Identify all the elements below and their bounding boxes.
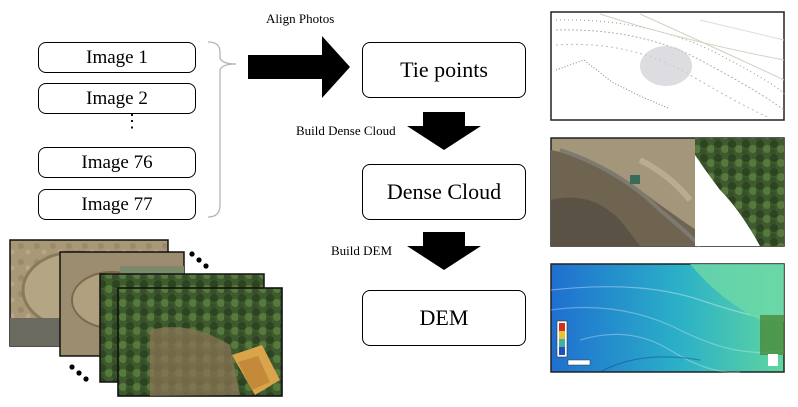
image-label: Image 1 xyxy=(86,46,148,68)
tie-points-thumbnail xyxy=(550,11,785,121)
dense-cloud-box: Dense Cloud xyxy=(362,164,526,220)
image-box-2: Image 2 xyxy=(38,83,196,114)
ellipsis-dots-upper xyxy=(189,251,209,269)
dem-label: DEM xyxy=(419,305,469,330)
image-label: Image 77 xyxy=(81,193,153,215)
build-dem-label: Build DEM xyxy=(331,243,393,258)
build-dense-cloud-label: Build Dense Cloud xyxy=(296,123,396,138)
dem-box: DEM xyxy=(362,290,526,346)
image-label: Image 2 xyxy=(86,87,148,109)
align-photos-label: Align Photos xyxy=(266,11,335,26)
image-label: Image 76 xyxy=(81,151,153,173)
tie-points-box: Tie points xyxy=(362,42,526,98)
image-box-77: Image 77 xyxy=(38,189,196,220)
image-box-76: Image 76 xyxy=(38,147,196,178)
dense-cloud-label: Dense Cloud xyxy=(386,179,502,204)
dense-arrow xyxy=(407,112,481,150)
dense-cloud-thumbnail xyxy=(550,137,785,248)
dem-thumbnail xyxy=(550,263,785,373)
ellipsis-dots-lower xyxy=(69,364,89,382)
dem-arrow xyxy=(407,232,481,270)
grouping-bracket xyxy=(207,41,237,218)
align-arrow xyxy=(248,36,350,98)
aerial-photo-stack xyxy=(9,239,283,397)
tie-points-label: Tie points xyxy=(400,57,488,82)
image-box-1: Image 1 xyxy=(38,42,196,73)
